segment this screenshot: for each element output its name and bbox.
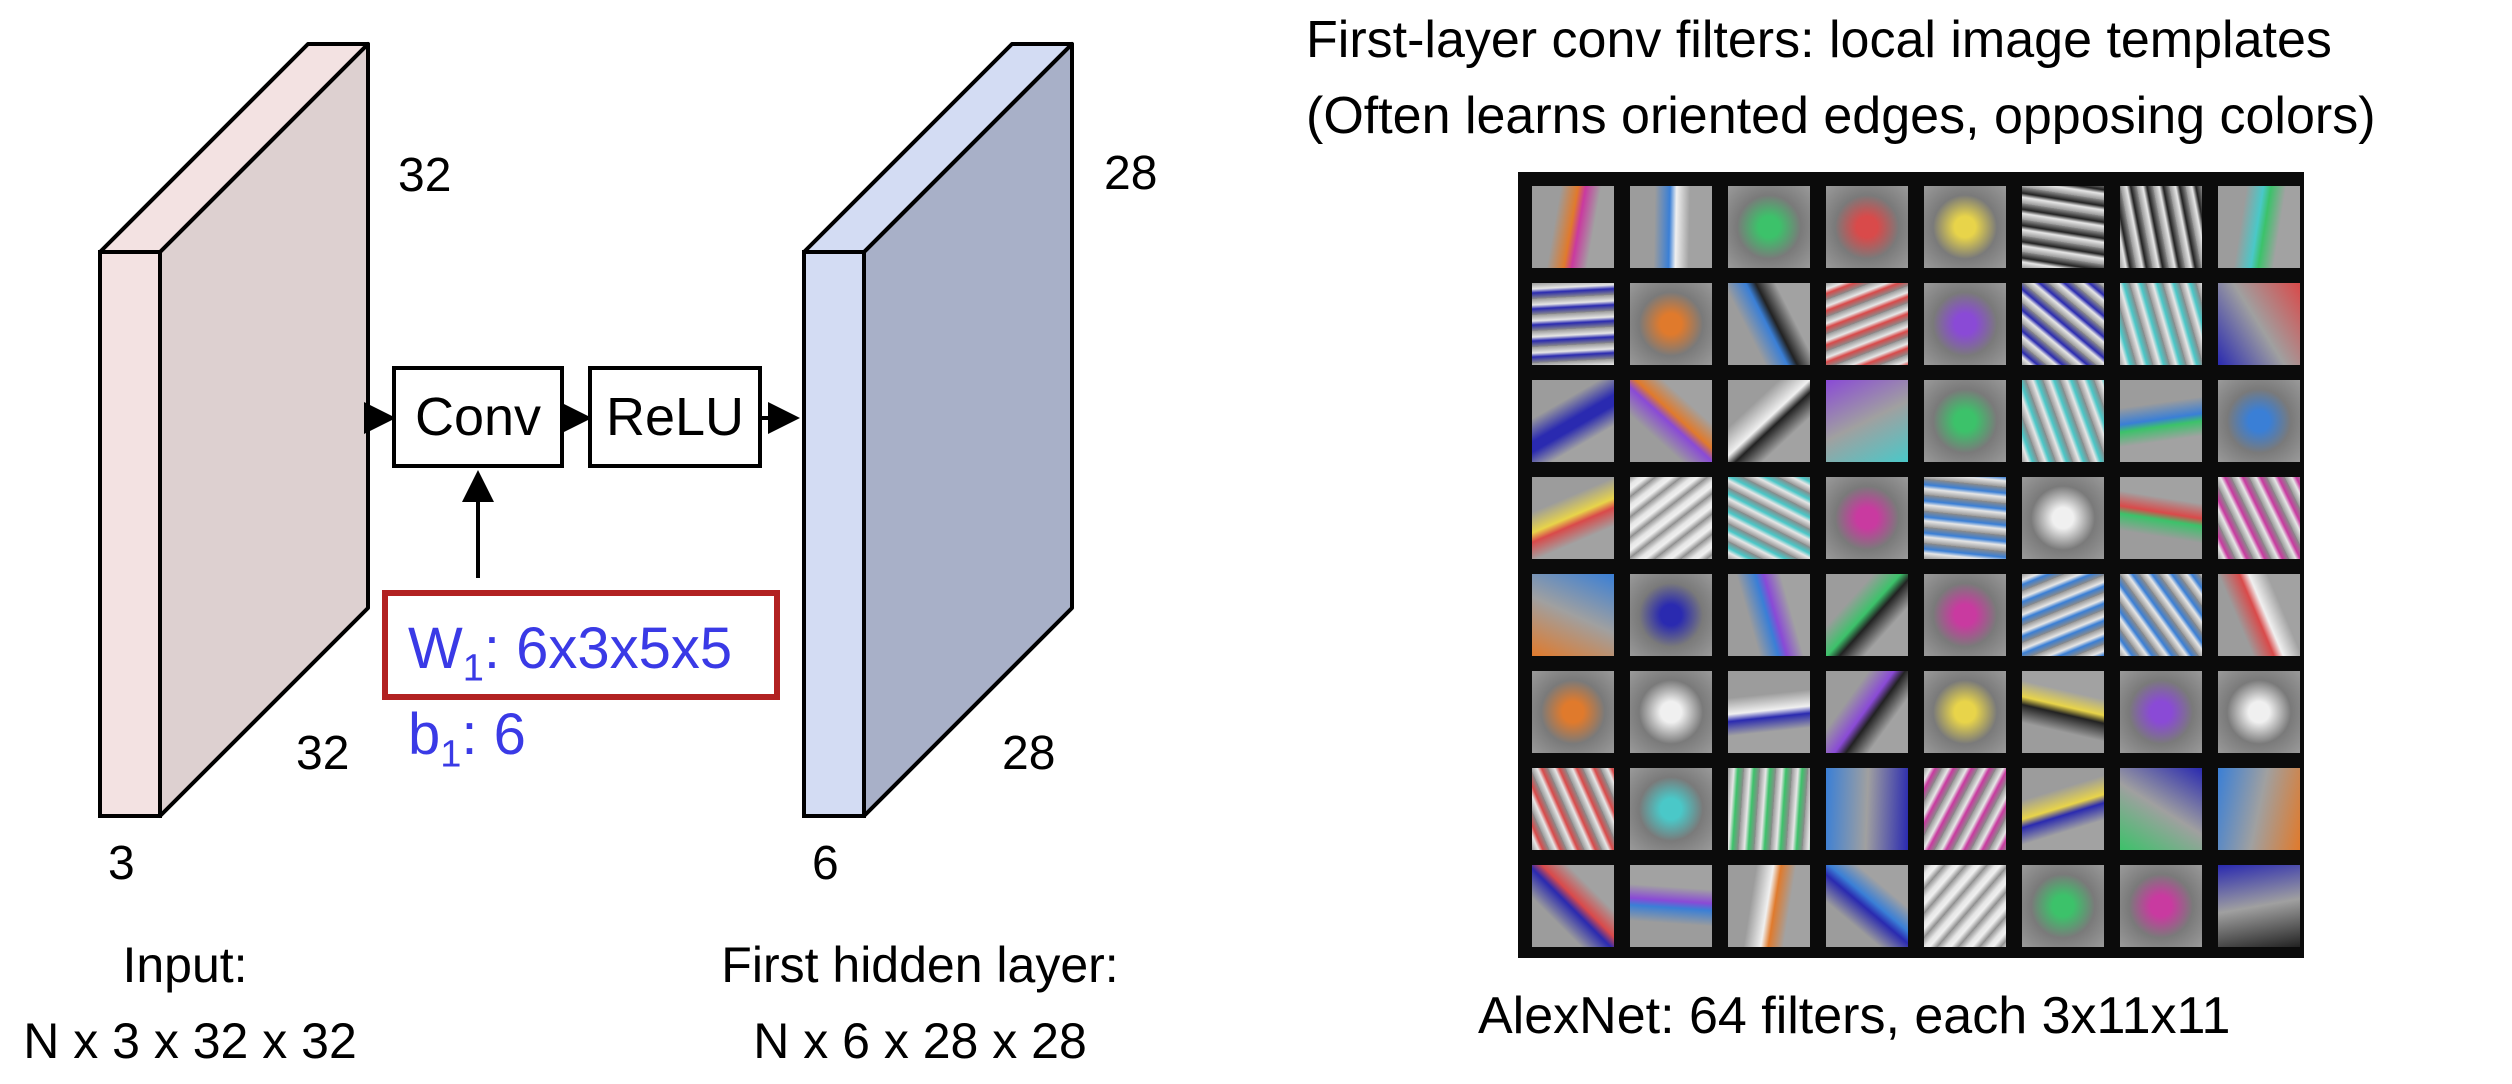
filter-tile [1728, 865, 1810, 947]
filter-tile [2120, 768, 2202, 850]
hidden-depth-label: 6 [812, 837, 839, 890]
filter-tile [2120, 865, 2202, 947]
filter-tile [2120, 186, 2202, 268]
filter-tile [1728, 380, 1810, 462]
filter-tile [2120, 283, 2202, 365]
filter-tile [2120, 477, 2202, 559]
weights-box [382, 590, 780, 700]
filter-tile [1924, 380, 2006, 462]
hidden-volume [802, 42, 1074, 818]
hidden-height-label: 28 [1104, 147, 1158, 200]
filter-tile [1924, 768, 2006, 850]
filter-tile [1728, 671, 1810, 753]
filter-tile [2120, 671, 2202, 753]
filter-tile [1826, 768, 1908, 850]
hidden-width-label: 28 [1002, 727, 1056, 780]
filter-tile [2218, 477, 2300, 559]
filter-tile [2218, 380, 2300, 462]
filter-tile [1532, 186, 1614, 268]
filter-tile [1630, 380, 1712, 462]
filter-tile [1924, 283, 2006, 365]
hidden-volume-front [802, 250, 866, 818]
filter-tile [1532, 477, 1614, 559]
filter-tile [1924, 865, 2006, 947]
filter-tile [2218, 186, 2300, 268]
filter-tile [2120, 574, 2202, 656]
filter-tile [1728, 574, 1810, 656]
filter-tile [1826, 477, 1908, 559]
filter-tile [1532, 671, 1614, 753]
filter-tile [2022, 477, 2104, 559]
filter-tile [1630, 671, 1712, 753]
filter-tile [1630, 768, 1712, 850]
filter-tile [1826, 283, 1908, 365]
filter-tile [2022, 380, 2104, 462]
filter-tile [2022, 283, 2104, 365]
filter-tile [1826, 671, 1908, 753]
input-caption-line2: N x 3 x 32 x 32 [23, 1013, 357, 1069]
filter-tile [1728, 283, 1810, 365]
filter-tile [2218, 768, 2300, 850]
filter-tile [2022, 865, 2104, 947]
filter-tile [2120, 380, 2202, 462]
filter-tile [2022, 671, 2104, 753]
filter-tile [1630, 186, 1712, 268]
filters-title-line1: First-layer conv filters: local image te… [1306, 11, 2332, 69]
filter-tile [1924, 477, 2006, 559]
filter-tile [1630, 865, 1712, 947]
filter-tile [1728, 186, 1810, 268]
filter-tile [1630, 283, 1712, 365]
bias-label: b1: 6 [408, 702, 526, 776]
filter-tile [2022, 574, 2104, 656]
input-volume-front [98, 250, 162, 818]
weights-label: W1: 6x3x5x5 [408, 616, 733, 690]
filter-tile [1728, 477, 1810, 559]
input-volume [98, 42, 370, 818]
filter-tile [1728, 768, 1810, 850]
relu-label: ReLU [605, 387, 745, 447]
filter-tile [2218, 865, 2300, 947]
input-caption-line1: Input: [122, 937, 248, 993]
input-width-label: 32 [296, 727, 350, 780]
filter-tile [1924, 574, 2006, 656]
filter-tile [2218, 283, 2300, 365]
filter-tile [1532, 283, 1614, 365]
filter-tile [1826, 380, 1908, 462]
input-height-label: 32 [398, 149, 452, 202]
hidden-caption-line1: First hidden layer: [721, 937, 1119, 993]
filter-tile [2218, 574, 2300, 656]
filter-tile [1532, 768, 1614, 850]
filter-tile [2022, 768, 2104, 850]
filter-tile [1532, 574, 1614, 656]
filter-tile [1532, 865, 1614, 947]
filter-tile [1630, 477, 1712, 559]
filter-grid [1518, 172, 2304, 958]
filter-tile [1826, 186, 1908, 268]
filter-tile [2022, 186, 2104, 268]
filter-tile [1630, 574, 1712, 656]
filters-title-line2: (Often learns oriented edges, opposing c… [1306, 87, 2376, 145]
relu-box: ReLU [588, 366, 762, 468]
filter-tile [1924, 671, 2006, 753]
filter-tile [1826, 574, 1908, 656]
filter-tile [1826, 865, 1908, 947]
filter-tile [2218, 671, 2300, 753]
hidden-caption-line2: N x 6 x 28 x 28 [753, 1013, 1087, 1069]
conv-box: Conv [392, 366, 564, 468]
filter-tile [1532, 380, 1614, 462]
filters-caption: AlexNet: 64 filters, each 3x11x11 [1478, 987, 2231, 1045]
input-depth-label: 3 [108, 837, 135, 890]
filter-tile [1924, 186, 2006, 268]
conv-label: Conv [414, 387, 542, 447]
